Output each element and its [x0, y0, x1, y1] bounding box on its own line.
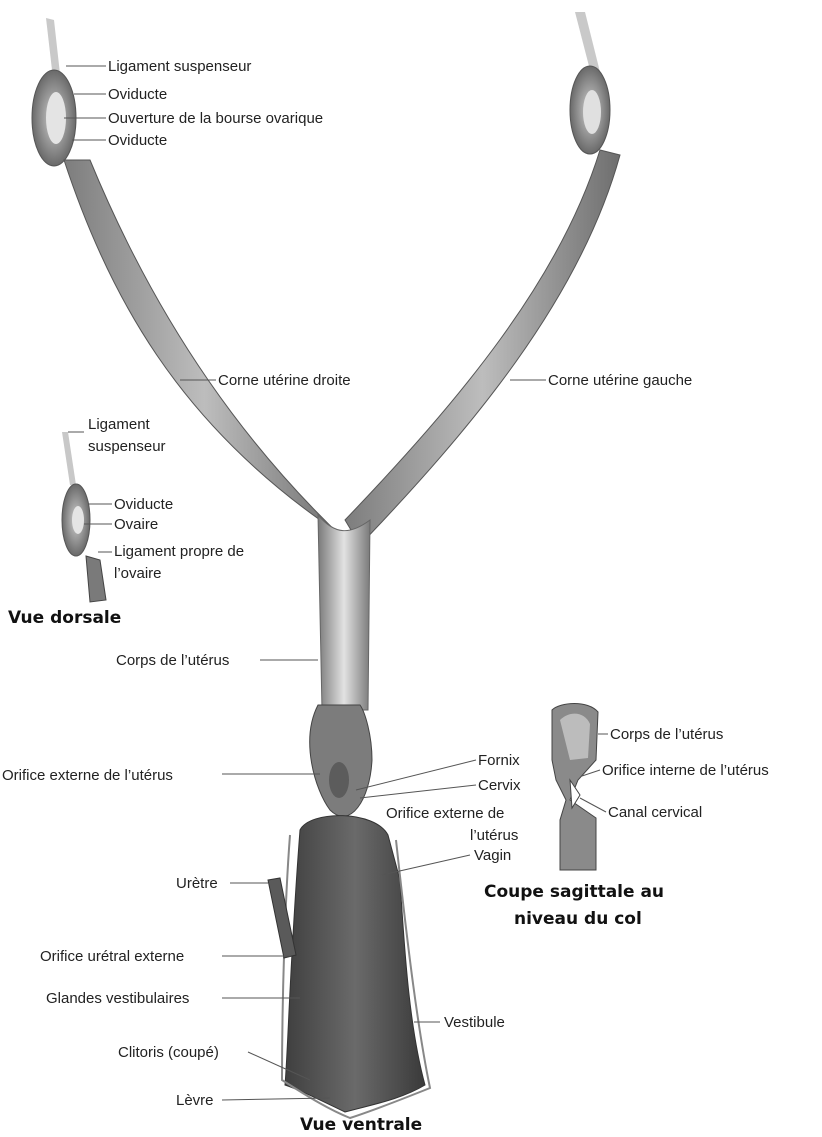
label-vestibule: Vestibule: [444, 1014, 505, 1031]
label-corne-droite: Corne utérine droite: [218, 372, 351, 389]
title-vue-ventrale: Vue ventrale: [300, 1115, 422, 1135]
label-vagin: Vagin: [474, 847, 511, 864]
label-clitoris: Clitoris (coupé): [118, 1044, 219, 1061]
label-cervix: Cervix: [478, 777, 521, 794]
label-ligament-propre-1: Ligament propre de: [114, 543, 244, 560]
label-orifice-externe: Orifice externe de l’utérus: [2, 767, 173, 784]
label-ouverture-bourse: Ouverture de la bourse ovarique: [108, 110, 323, 127]
label-ovaire: Ovaire: [114, 516, 158, 533]
label-glandes-vestibulaires: Glandes vestibulaires: [46, 990, 189, 1007]
sagittal-section-drawing: [552, 704, 598, 871]
label-ligament-dorsal-1: Ligament: [88, 416, 151, 433]
label-sagittal-canal-cervical: Canal cervical: [608, 804, 702, 821]
label-levre: Lèvre: [176, 1092, 214, 1109]
label-sagittal-corps-uterus: Corps de l’utérus: [610, 726, 723, 743]
label-uretre: Urètre: [176, 875, 218, 892]
label-fornix: Fornix: [478, 752, 520, 769]
label-orifice-externe-col-2: l’utérus: [470, 827, 518, 844]
title-vue-dorsale: Vue dorsale: [8, 608, 121, 628]
label-orifice-uretral: Orifice urétral externe: [40, 948, 184, 965]
label-corps-uterus: Corps de l’utérus: [116, 652, 229, 669]
label-oviducte: Oviducte: [108, 86, 167, 103]
label-ligament-propre-2: l’ovaire: [114, 565, 162, 582]
label-oviducte-2: Oviducte: [108, 132, 167, 149]
label-sagittal-orifice-interne: Orifice interne de l’utérus: [602, 762, 769, 779]
label-corne-gauche: Corne utérine gauche: [548, 372, 692, 389]
dorsal-view-drawing: [62, 432, 106, 602]
label-oviducte-dorsal: Oviducte: [114, 496, 173, 513]
title-coupe-sagittale-1: Coupe sagittale au: [484, 882, 664, 902]
label-ligament-dorsal-2: suspenseur: [88, 438, 166, 455]
title-coupe-sagittale-2: niveau du col: [514, 909, 642, 929]
label-ligament-suspenseur: Ligament suspenseur: [108, 58, 251, 75]
label-orifice-externe-col-1: Orifice externe de: [386, 805, 504, 822]
